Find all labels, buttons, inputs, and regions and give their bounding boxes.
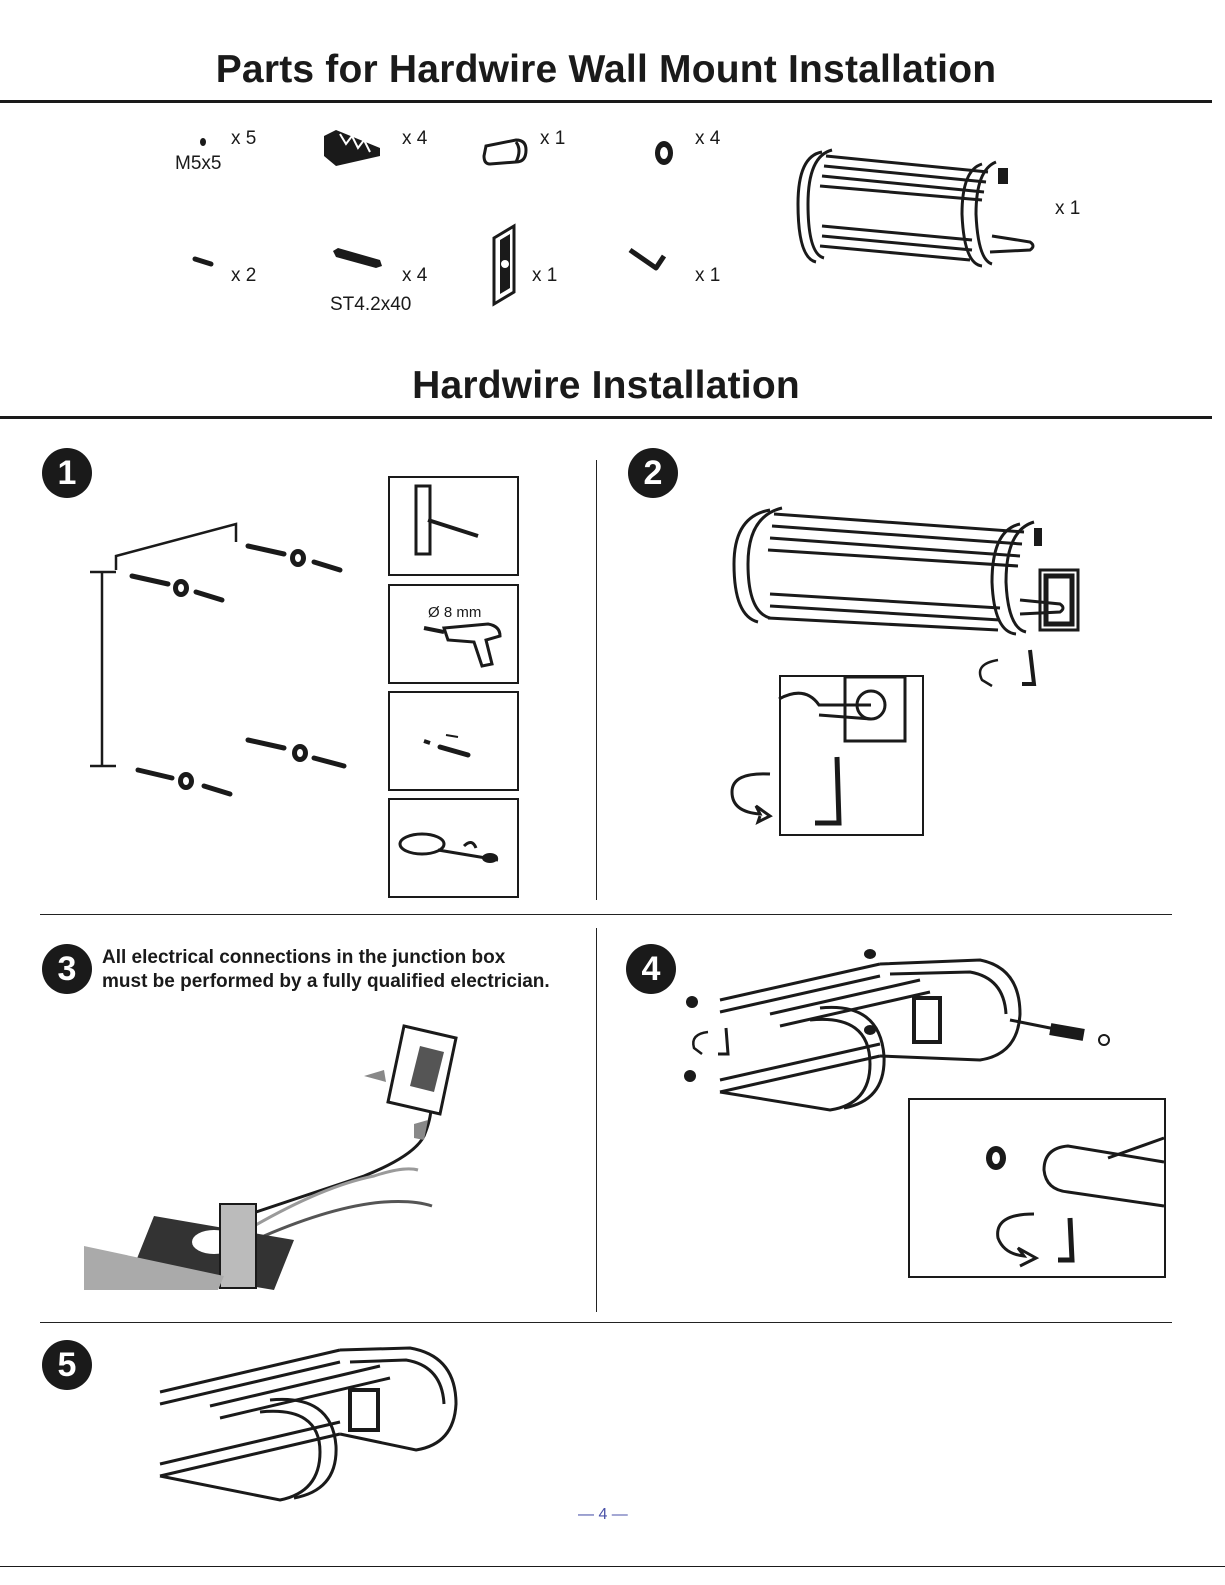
- electrician-warning-line-2: must be performed by a fully qualified e…: [102, 970, 550, 994]
- step-3-number: 3: [42, 944, 92, 994]
- mounting-bracket-qty: x 1: [540, 128, 565, 150]
- page-number: — 4 —: [578, 1506, 628, 1524]
- allen-key-qty: x 1: [695, 265, 720, 287]
- parts-title-rule: [0, 100, 1212, 103]
- allen-key-icon: [626, 244, 670, 276]
- step-1-drilling-layout: [88, 518, 358, 808]
- wall-anchor-qty: x 4: [402, 128, 427, 150]
- step-3-wiring-illustration: [84, 1016, 484, 1296]
- parts-section-title: Parts for Hardwire Wall Mount Installati…: [0, 48, 1212, 92]
- wall-plate-qty: x 1: [532, 265, 557, 287]
- divider-horizontal-1: [40, 914, 1172, 915]
- nut-qty: x 4: [695, 128, 720, 150]
- pin-icon: [192, 255, 216, 269]
- divider-horizontal-2: [40, 1322, 1172, 1323]
- step-4-rack-fastening: [680, 944, 1120, 1124]
- wood-screw-qty: x 4: [402, 265, 427, 287]
- mounting-bracket-icon: [482, 136, 530, 168]
- divider-vertical-top: [596, 460, 597, 900]
- wood-screw-label: ST4.2x40: [330, 294, 411, 316]
- step-4-number: 4: [626, 944, 676, 994]
- step-5-number: 5: [42, 1340, 92, 1390]
- drill-icon: [388, 584, 519, 684]
- divider-vertical-middle: [596, 928, 597, 1312]
- install-section-title: Hardwire Installation: [0, 364, 1212, 408]
- footer-rule: [0, 1566, 1225, 1567]
- set-screw-qty: x 5: [231, 128, 256, 150]
- step-2-detail-allen-key: [779, 675, 924, 836]
- step-1-marking-icon: [388, 476, 519, 576]
- wall-anchor-icon: [322, 126, 384, 172]
- anchor-insert-icon: [388, 691, 519, 791]
- wall-plate-icon: [490, 224, 520, 306]
- nut-icon: [652, 138, 678, 168]
- set-screw-icon: [196, 135, 210, 149]
- electrician-warning-line-1: All electrical connections in the juncti…: [102, 946, 505, 970]
- hammer-icon: [388, 798, 519, 898]
- set-screw-label: M5x5: [175, 153, 221, 175]
- pin-qty: x 2: [231, 265, 256, 287]
- step-2-rack-mounting: [730, 500, 1090, 700]
- step-1-number: 1: [42, 448, 92, 498]
- step-2-number: 2: [628, 448, 678, 498]
- install-title-rule: [0, 416, 1212, 419]
- step-2-rotate-arrow-icon: [722, 768, 778, 824]
- wood-screw-icon: [330, 246, 386, 272]
- step-4-detail-nut-tighten: [908, 1098, 1166, 1278]
- step-5-mounted-rack: [150, 1340, 470, 1512]
- towel-rack-qty: x 1: [1055, 198, 1080, 220]
- towel-rack-icon: [792, 146, 1042, 272]
